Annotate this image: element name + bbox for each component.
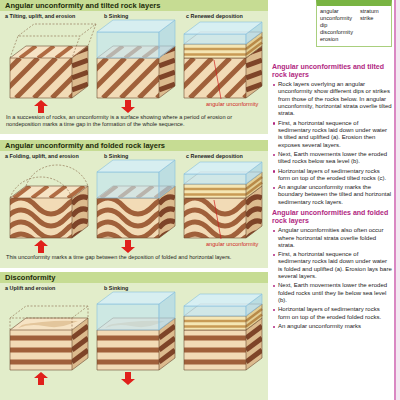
stage-b <box>67 20 197 113</box>
stage-a <box>0 24 110 113</box>
stage-label: c Renewed deposition <box>186 13 243 19</box>
bullet-text: First, a horizontal sequence of sediment… <box>278 251 392 280</box>
section-panel: Angular unconformity and tilted rock lay… <box>0 0 268 134</box>
feature-label: angular unconformity <box>206 101 258 107</box>
bullet-item: Rock layers overlying an angular unconfo… <box>272 81 392 118</box>
panel-title: Angular unconformity and tilted rock lay… <box>5 2 263 11</box>
glossary-term: angular unconformity <box>320 8 358 21</box>
section-panel: Disconformity <box>0 272 268 400</box>
bullet-item: First, a horizontal sequence of sediment… <box>272 251 392 280</box>
stage-c <box>154 22 284 102</box>
bullet-dot <box>273 254 275 256</box>
stage-label: a Uplift and erosion <box>5 285 55 291</box>
stage-label: a Tilting, uplift, and erosion <box>5 13 75 19</box>
bullet-dot <box>273 170 275 172</box>
glossary-term: dip <box>320 22 358 29</box>
bullet-dot <box>273 309 275 311</box>
stage-c <box>180 162 270 250</box>
stage-a <box>10 306 88 385</box>
panel-title: Angular unconformity and folded rock lay… <box>5 142 263 151</box>
stage-b <box>93 160 183 253</box>
bullet-text: Rock layers overlying an angular unconfo… <box>278 81 392 118</box>
bullet-dot <box>273 230 275 232</box>
bullet-text: An angular unconformity marks the bounda… <box>278 184 392 206</box>
glossary-term: stratum <box>360 8 388 15</box>
bullet-dot <box>273 122 275 124</box>
stage-label: b Sinking <box>104 153 128 159</box>
stage-label: c Renewed deposition <box>186 153 243 159</box>
margin-rule <box>394 0 395 400</box>
bullet-dot <box>273 326 275 328</box>
stage-b <box>97 292 175 385</box>
stage-c <box>184 294 262 370</box>
bullet-text: Horizontal layers of sedimentary rocks f… <box>278 168 392 183</box>
panel-title-bar <box>0 0 268 11</box>
panel-caption: In a succession of rocks, an unconformit… <box>6 114 264 127</box>
stage-label: b Sinking <box>104 285 128 291</box>
bullet-item: Angular unconformities also often occur … <box>272 227 392 249</box>
leader-line <box>214 200 221 239</box>
bullet-text: Next, Earth movements lower the eroded t… <box>278 151 392 166</box>
bullet-item: Horizontal layers of sedimentary rocks f… <box>272 168 392 183</box>
section-heading: Angular unconformities and tilted rock l… <box>272 63 392 79</box>
stage-label: b Sinking <box>104 13 128 19</box>
bullet-text: First, a horizontal sequence of sediment… <box>278 120 392 149</box>
bullet-dot <box>273 84 275 86</box>
feature-label: angular unconformity <box>206 241 258 247</box>
bullet-item: An angular unconformity marks <box>272 323 392 330</box>
bullet-item: An angular unconformity marks the bounda… <box>272 184 392 206</box>
bullet-text: Next, Earth movements lower the eroded f… <box>278 282 392 304</box>
section-heading: Angular unconformities and folded rock l… <box>272 209 392 225</box>
bullet-item: First, a horizontal sequence of sediment… <box>272 120 392 149</box>
bullet-text: An angular unconformity marks <box>278 323 392 330</box>
panel-title: Disconformity <box>5 274 263 283</box>
text-column: Angular unconformities and tilted rock l… <box>272 60 392 332</box>
margin-strip <box>396 0 400 400</box>
bullet-dot <box>273 154 275 156</box>
glossary-box: angular unconformitydipdisconformityeros… <box>316 0 392 47</box>
glossary-term: strike <box>360 15 388 22</box>
panel-title-bar <box>0 272 268 283</box>
panel-title-bar <box>0 140 268 151</box>
bullet-item: Next, Earth movements lower the eroded f… <box>272 282 392 304</box>
stage-label: a Folding, uplift, and erosion <box>5 153 79 159</box>
bullet-dot <box>273 285 275 287</box>
panel-caption: This unconformity marks a time gap betwe… <box>6 254 264 261</box>
bullet-item: Next, Earth movements lower the eroded t… <box>272 151 392 166</box>
panel-ground <box>0 272 268 400</box>
glossary-term: disconformity <box>320 29 358 36</box>
leader-line <box>214 60 221 99</box>
glossary-term: erosion <box>320 36 358 43</box>
bullet-text: Angular unconformities also often occur … <box>278 227 392 249</box>
bullet-item: Horizontal layers of sedimentary rocks f… <box>272 306 392 321</box>
bullet-dot <box>273 187 275 189</box>
section-panel: Angular unconformity and folded rock lay… <box>0 140 268 268</box>
bullet-text: Horizontal layers of sedimentary rocks f… <box>278 306 392 321</box>
stage-a <box>6 165 96 253</box>
